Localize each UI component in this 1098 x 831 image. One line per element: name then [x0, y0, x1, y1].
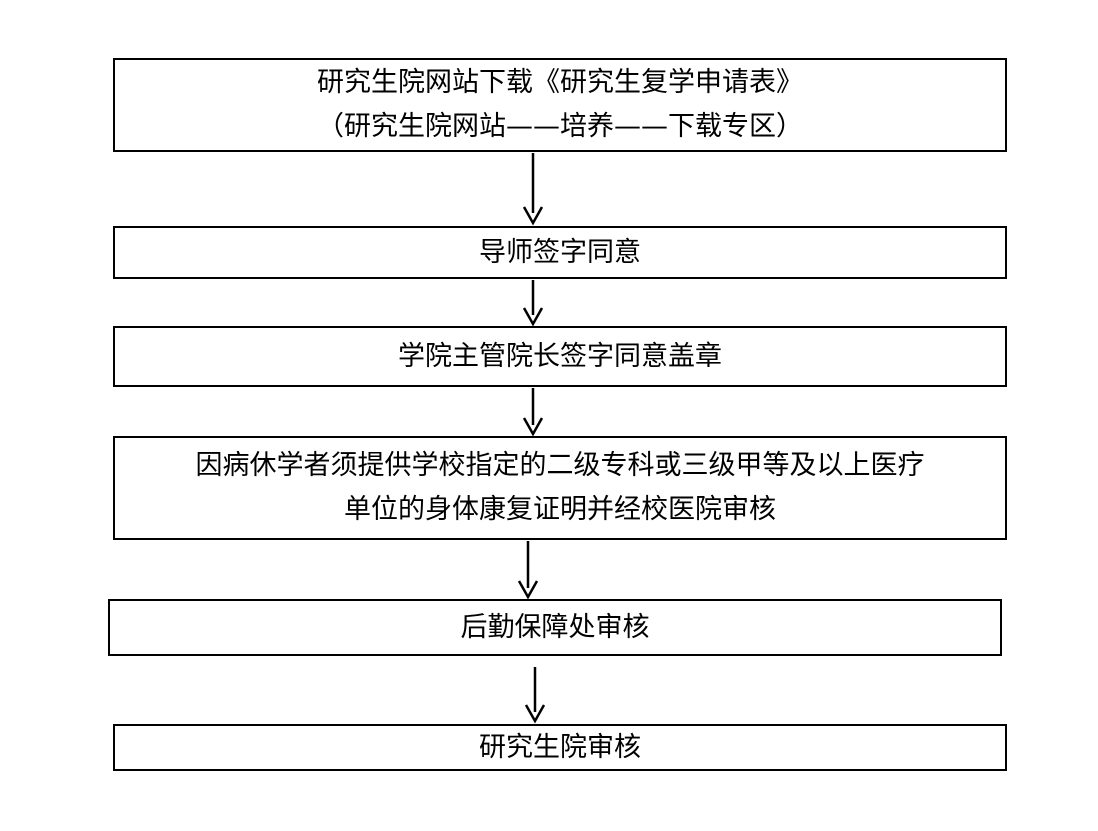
step-logistics-review-line-1: 后勤保障处审核: [460, 611, 650, 643]
step-advisor-sign: 导师签字同意: [113, 226, 1007, 279]
arrow-logistics-to-graduate-school: [524, 667, 546, 724]
step-dean-sign-line-1: 学院主管院长签字同意盖章: [398, 340, 722, 372]
step-graduate-school-review: 研究生院审核: [113, 724, 1007, 771]
step-dean-sign: 学院主管院长签字同意盖章: [113, 326, 1007, 387]
arrow-download-to-advisor: [522, 153, 544, 226]
step-medical-certificate: 因病休学者须提供学校指定的二级专科或三级甲等及以上医疗 单位的身体康复证明并经校…: [113, 436, 1007, 540]
step-download-form-line-2: （研究生院网站——培养——下载专区）: [317, 111, 803, 142]
step-download-form: 研究生院网站下载《研究生复学申请表》 （研究生院网站——培养——下载专区）: [113, 58, 1007, 152]
arrow-dean-to-medical: [522, 388, 544, 437]
step-medical-certificate-line-1: 因病休学者须提供学校指定的二级专科或三级甲等及以上医疗: [195, 450, 925, 481]
arrow-advisor-to-dean: [522, 280, 544, 327]
step-download-form-line-1: 研究生院网站下载《研究生复学申请表》: [317, 67, 803, 98]
step-medical-certificate-line-2: 单位的身体康复证明并经校医院审核: [344, 494, 776, 525]
step-logistics-review: 后勤保障处审核: [108, 599, 1002, 656]
step-advisor-sign-line-1: 导师签字同意: [479, 236, 641, 268]
arrow-medical-to-logistics: [517, 541, 539, 600]
step-graduate-school-review-line-1: 研究生院审核: [479, 731, 641, 763]
